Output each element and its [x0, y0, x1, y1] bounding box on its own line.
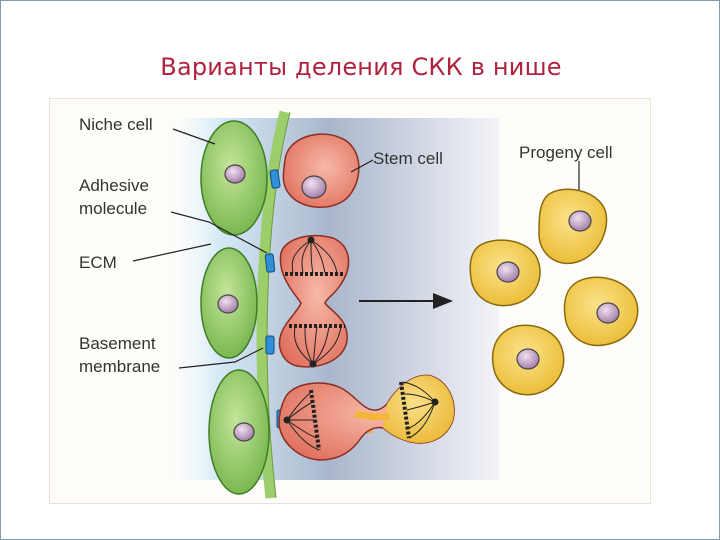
nucleus [596, 302, 620, 324]
mitotic-spindle [285, 236, 343, 276]
nucleus [301, 175, 327, 199]
adhesive-molecule [264, 253, 276, 273]
slide-title: Варианты деления СКК в нише [160, 53, 562, 81]
progeny-cell [538, 188, 608, 265]
bridge-highlight [354, 410, 390, 421]
leader-ecm [132, 243, 212, 262]
nucleus [516, 348, 540, 370]
niche-cell [208, 369, 270, 495]
nucleus [224, 164, 246, 184]
progeny-cell [563, 276, 639, 347]
label-adhesive-molecule-line1: Adhesive [79, 176, 149, 195]
label-basement-membrane-line1: Basement [79, 334, 156, 353]
label-ecm: ECM [79, 253, 117, 272]
mitotic-spindle [283, 389, 321, 451]
progeny-cell [469, 239, 541, 307]
leader-niche-cell [172, 128, 216, 145]
leader-adhesive-molecule [170, 211, 268, 254]
leader-stem-cell [350, 159, 374, 173]
nucleus [568, 210, 592, 232]
label-adhesive-molecule-line2: molecule [79, 199, 147, 218]
nucleus [233, 422, 255, 442]
leader-lines [132, 128, 580, 369]
progeny-cell [491, 324, 565, 396]
diagram-svg: Niche cell Adhesive molecule ECM Basemen… [49, 98, 651, 504]
label-stem-cell: Stem cell [373, 149, 443, 168]
label-progeny-cell: Progeny cell [519, 143, 613, 162]
niche-cell [200, 247, 258, 359]
niche-cell [200, 120, 268, 236]
label-niche-cell: Niche cell [79, 115, 153, 134]
mitotic-spindle [289, 324, 345, 368]
leader-basement-membrane [178, 347, 264, 369]
mitotic-spindle [399, 381, 439, 439]
nucleus [217, 294, 239, 314]
adhesive-molecule [265, 335, 275, 355]
adhesive-molecule [269, 169, 281, 189]
label-basement-membrane-line2: membrane [79, 357, 160, 376]
dividing-stem-cell-asymmetric [278, 374, 455, 461]
stem-cell [282, 133, 360, 208]
stem-cell-niche-diagram: Niche cell Adhesive molecule ECM Basemen… [49, 98, 651, 504]
dividing-stem-cell-symmetric [278, 234, 350, 368]
membrane-edge [266, 111, 291, 499]
nucleus [496, 261, 520, 283]
